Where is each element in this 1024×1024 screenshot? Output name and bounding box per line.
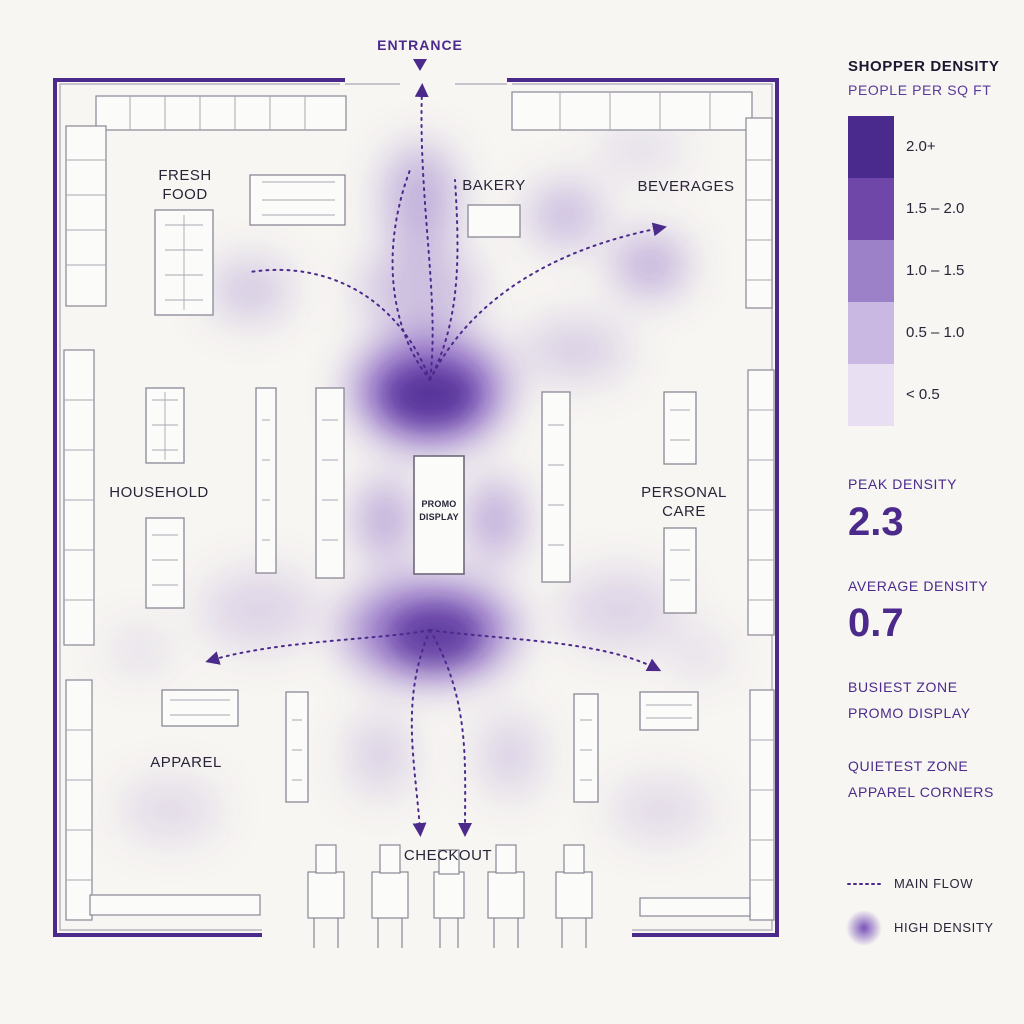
- density-swatch-label: 1.0 – 1.5: [906, 262, 965, 279]
- aisle-shelf-2: [315, 387, 345, 579]
- aisle-shelf-1: [255, 387, 277, 574]
- apparel-shelf-right: [573, 693, 599, 803]
- density-swatch: [848, 116, 894, 178]
- density-legend-subtitle: PEOPLE PER SQ FT: [848, 82, 992, 98]
- checkout-lane-legs: [313, 918, 587, 948]
- dept-label-promo-display: PROMO DISPLAY: [419, 499, 459, 522]
- dept-label-apparel: APPAREL: [150, 754, 222, 771]
- dept-label-beverages: BEVERAGES: [637, 178, 735, 195]
- busiest-zone-value: PROMO DISPLAY: [848, 705, 971, 721]
- dept-label-fresh-food: FRESH FOOD: [158, 167, 212, 203]
- density-swatch-label: 0.5 – 1.0: [906, 324, 965, 341]
- entrance-label: ENTRANCE: [377, 37, 463, 53]
- density-swatch: [848, 364, 894, 426]
- density-swatch-label: < 0.5: [906, 386, 940, 403]
- personal-care-rack-bottom: [663, 527, 697, 614]
- density-legend-title: SHOPPER DENSITY: [848, 58, 1000, 75]
- busiest-zone-label: BUSIEST ZONE: [848, 679, 958, 695]
- promo-display: [413, 455, 465, 575]
- density-swatch-label: 1.5 – 2.0: [906, 200, 965, 217]
- personal-care-rack-top: [663, 391, 697, 465]
- density-swatch: [848, 302, 894, 364]
- store-walls: [53, 78, 779, 937]
- household-rack-bottom: [145, 517, 185, 609]
- entrance-arrow-icon: [413, 59, 427, 71]
- density-heatmap: [110, 125, 730, 840]
- apparel-shelf-left: [285, 691, 309, 803]
- fixture-details: [152, 181, 692, 781]
- apparel-rack-left: [161, 689, 239, 727]
- density-swatch-label: 2.0+: [906, 138, 936, 155]
- perimeter-shelving: [63, 91, 775, 921]
- peak-density-value: 2.3: [848, 500, 904, 544]
- peak-density-label: PEAK DENSITY: [848, 476, 958, 492]
- apparel-rack-right: [639, 691, 699, 731]
- checkout-lanes: [307, 844, 593, 919]
- average-density-label: AVERAGE DENSITY: [848, 578, 989, 594]
- density-swatch: [848, 240, 894, 302]
- main-flow-legend-label: MAIN FLOW: [894, 876, 974, 891]
- density-swatch: [848, 178, 894, 240]
- quietest-zone-value: APPAREL CORNERS: [848, 784, 994, 800]
- high-density-legend-dot: [846, 910, 882, 946]
- quietest-zone-label: QUIETEST ZONE: [848, 758, 969, 774]
- aisle-shelf-3: [541, 391, 571, 583]
- average-density-value: 0.7: [848, 601, 904, 645]
- dept-label-household: HOUSEHOLD: [109, 484, 209, 501]
- main-flow-paths: [205, 83, 667, 837]
- high-density-legend-label: HIGH DENSITY: [894, 920, 994, 935]
- bakery-table: [467, 204, 521, 238]
- shelf-dividers: [64, 92, 774, 881]
- dept-label-bakery: BAKERY: [462, 177, 526, 194]
- dept-label-checkout: CHECKOUT: [403, 847, 493, 864]
- dept-label-personal-care: PERSONAL CARE: [641, 484, 727, 520]
